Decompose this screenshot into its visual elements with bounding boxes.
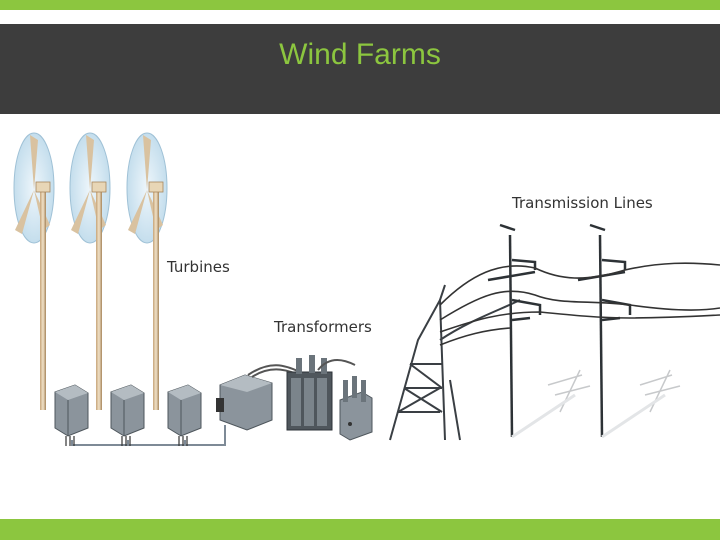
- substation-transformer-icon: [339, 376, 373, 441]
- substation-transformer-icon: [286, 355, 356, 431]
- label-transformers: Transformers: [273, 318, 372, 336]
- transmission-tower-icon: [487, 223, 542, 438]
- label-transmission-lines: Transmission Lines: [511, 194, 653, 212]
- turbine-transformer-icon: [54, 384, 89, 446]
- label-turbines: Turbines: [166, 258, 230, 276]
- wind-turbine-icon: [126, 132, 168, 410]
- transmission-tower-icon: [577, 223, 632, 438]
- bottom-accent-stripe: [0, 519, 720, 540]
- slide-title: Wind Farms: [279, 38, 441, 71]
- substation-transformer-icon: [216, 364, 306, 431]
- turbine-transformer-icon: [167, 384, 202, 446]
- title-bar: [0, 24, 720, 114]
- distant-tower-icon: [547, 369, 681, 413]
- wind-farm-diagram: Turbines Transformers Transmission Lines: [13, 132, 720, 446]
- turbine-transformer-icon: [110, 384, 145, 446]
- wind-turbine-icon: [13, 132, 55, 410]
- collector-cable: [71, 425, 226, 446]
- substation-gantry-icon: [389, 284, 521, 441]
- wind-turbine-icon: [69, 132, 111, 410]
- tower-shadow: [511, 393, 666, 439]
- top-accent-stripe: [0, 0, 720, 10]
- power-lines: [439, 262, 720, 346]
